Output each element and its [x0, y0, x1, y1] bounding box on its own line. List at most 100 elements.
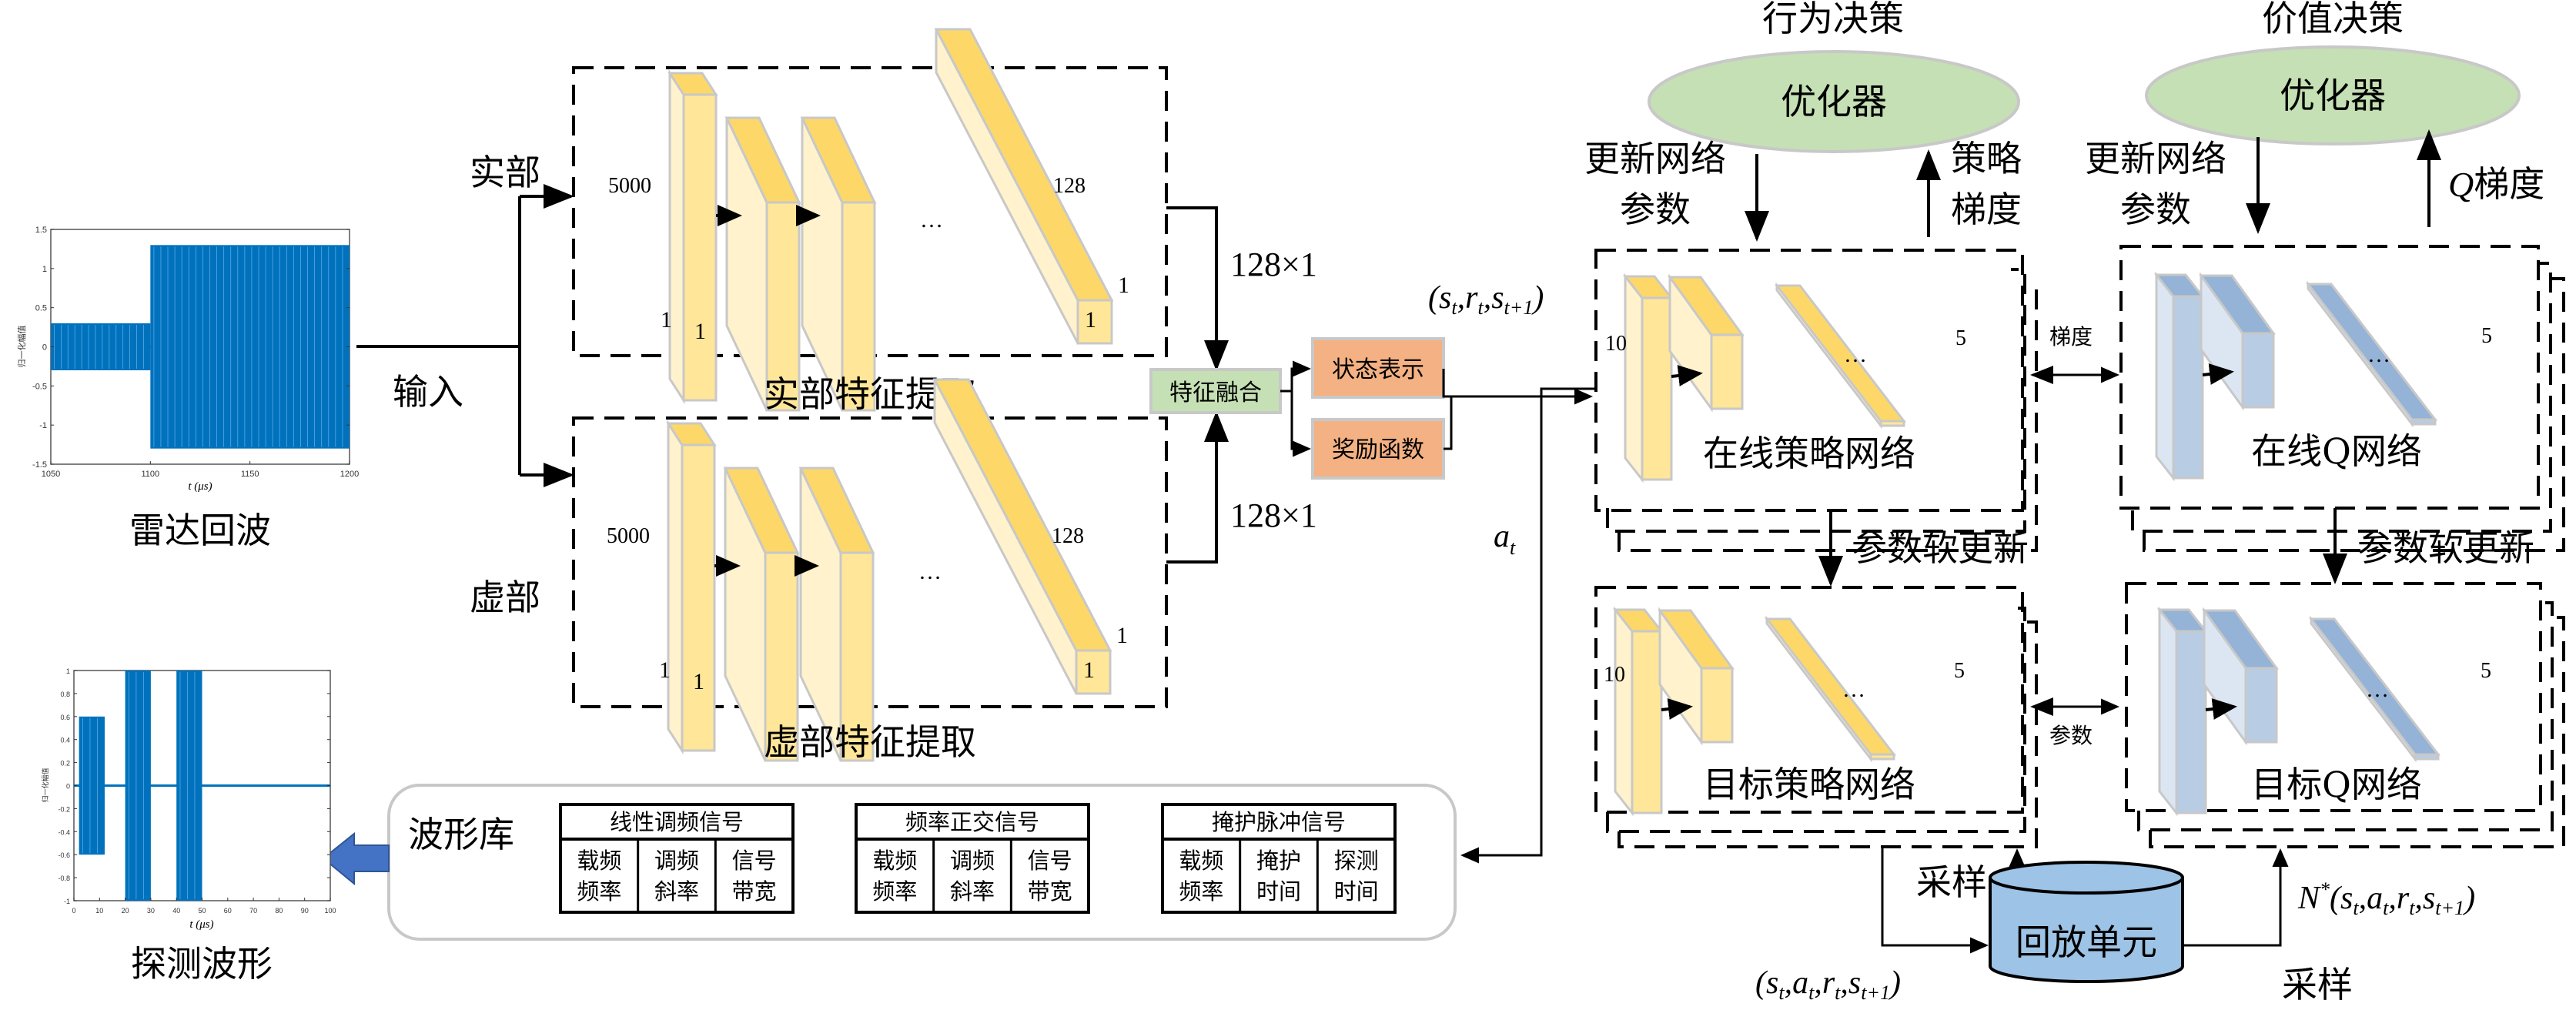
y-tick-label: 0: [42, 343, 47, 353]
waveform-param-text: 带宽: [732, 878, 777, 905]
online-q-stack-2: [2131, 262, 2552, 533]
target-policy-title: 目标策略网络: [1703, 764, 1915, 805]
target-q-blocks-block-3: [2308, 615, 2441, 763]
critic-grad-text: 梯度: [2474, 163, 2544, 205]
actor-update-line2: 参数: [1620, 189, 1691, 230]
target-policy-blocks-block-3-top: [1764, 617, 1897, 756]
waveform-groups: 线性调频信号载频频率调频斜率信号带宽频率正交信号载频频率调频斜率信号带宽掩护脉冲…: [559, 803, 1397, 914]
online-q-blocks-block-3: [2305, 280, 2438, 428]
online-policy-blocks-block-1-side: [1624, 273, 1644, 483]
y-tick-label: -1.5: [32, 460, 47, 470]
target-q-blocks-block-1-front: [2175, 630, 2207, 814]
real-one-b: 1: [694, 319, 706, 344]
waveform-group-name: 频率正交信号: [905, 809, 1039, 835]
waveform-params-row: [559, 838, 795, 914]
imag-block-1-side: [667, 419, 684, 755]
to-state-arrow: [1280, 360, 1311, 393]
state-label: 状态表示: [1332, 356, 1424, 383]
waveform-group-header: [1161, 803, 1397, 841]
waveform-group-name: 掩护脉冲信号: [1212, 809, 1346, 835]
waveform-param-text: 信号: [732, 848, 777, 874]
imag-label: 虚部: [470, 577, 540, 618]
x-tick-label: 0: [72, 907, 75, 915]
imag-one-d: 1: [1083, 657, 1095, 683]
target-q-stack-3: [2149, 616, 2565, 848]
waveform-param-text: 掩护: [1256, 848, 1301, 874]
tuple-r: r: [1465, 280, 1478, 316]
actor-section: 行为决策 优化器 更新网络 参数 策略 梯度 10 5 … 在线策略网络 参数软…: [1584, 0, 2038, 848]
probe-caption: 探测波形: [131, 943, 273, 985]
real-block-1-side: [668, 69, 685, 405]
waveform-param-text: 调频: [950, 848, 995, 874]
online-q-blocks-block-1: [2153, 271, 2206, 482]
online-policy-stack-2: [1606, 268, 2026, 533]
y-tick-label: -1: [64, 898, 70, 905]
imag-block-2: [723, 467, 800, 762]
input-branch: 输入 实部 虚部: [356, 152, 574, 618]
target-q-title: 目标Q网络: [2251, 764, 2422, 805]
online-policy-dim-in: 10: [1605, 332, 1627, 356]
online-q-blocks-block-3-front: [2410, 418, 2437, 426]
waveform-library-title: 波形库: [408, 814, 514, 855]
x-tick-label: 20: [122, 907, 129, 915]
x-tick-label: 10: [95, 907, 103, 915]
sample-tuple-n: N: [2297, 881, 2321, 916]
imag-dim-in: 5000: [607, 524, 650, 548]
x-tick-label: 60: [224, 907, 232, 915]
target-q-dim-out: 5: [2481, 659, 2491, 683]
online-q-dim-out: 5: [2481, 324, 2492, 348]
critic-soft-update-label: 参数软更新: [2357, 527, 2534, 569]
actor-grad-line2: 梯度: [1951, 189, 2022, 230]
imag-output-size: 128×1: [1230, 497, 1317, 534]
y-tick-label: 0.2: [60, 760, 70, 768]
imag-block-1-front: [681, 443, 716, 752]
fusion-section: 特征融合 状态表示 奖励函数 (st,rt,st+1): [1149, 280, 1593, 480]
reward-label: 奖励函数: [1332, 436, 1424, 463]
y-tick-label: 0.6: [60, 714, 70, 721]
target-policy-blocks-arrow: [1661, 698, 1693, 720]
target-policy-blocks-block-2: [1658, 607, 1735, 746]
library-to-probe-arrow: [322, 831, 390, 886]
imag-block-4-front: [1075, 649, 1112, 695]
y-tick-label: -0.5: [32, 382, 47, 391]
target-q-blocks-block-3-front: [2414, 753, 2440, 761]
target-policy-stack-2: [1606, 607, 2026, 833]
y-tick-label: -0.4: [58, 828, 70, 836]
critic-update-line2: 参数: [2120, 189, 2191, 230]
real-block-4: [934, 28, 1114, 345]
imag-ellipsis: …: [918, 559, 942, 584]
target-policy-stack-3: [1618, 620, 2038, 848]
imag-block-2-front: [764, 551, 799, 762]
waveform-param-text: 带宽: [1028, 878, 1072, 905]
probe-signal: [74, 671, 330, 901]
imag-output-arrow: [1166, 411, 1229, 564]
waveform-param-text: 时间: [1256, 878, 1301, 905]
action-line: at: [1460, 387, 1596, 864]
online-policy-blocks-block-1: [1622, 273, 1674, 483]
target-policy-blocks-block-1-side: [1614, 606, 1634, 817]
actor-update-line1: 更新网络: [1584, 138, 1726, 179]
state-box: [1311, 337, 1445, 399]
imag-block-3-front: [839, 551, 875, 762]
x-tick-label: 70: [249, 907, 257, 915]
real-block-4-top: [934, 28, 1114, 302]
x-tick-label: 100: [324, 907, 336, 915]
target-policy-dim-in: 10: [1604, 663, 1625, 687]
online-q-blocks-block-2-front: [2241, 332, 2275, 409]
real-output-size: 128×1: [1230, 246, 1317, 283]
radar-xlabel: t (μs): [188, 480, 212, 493]
